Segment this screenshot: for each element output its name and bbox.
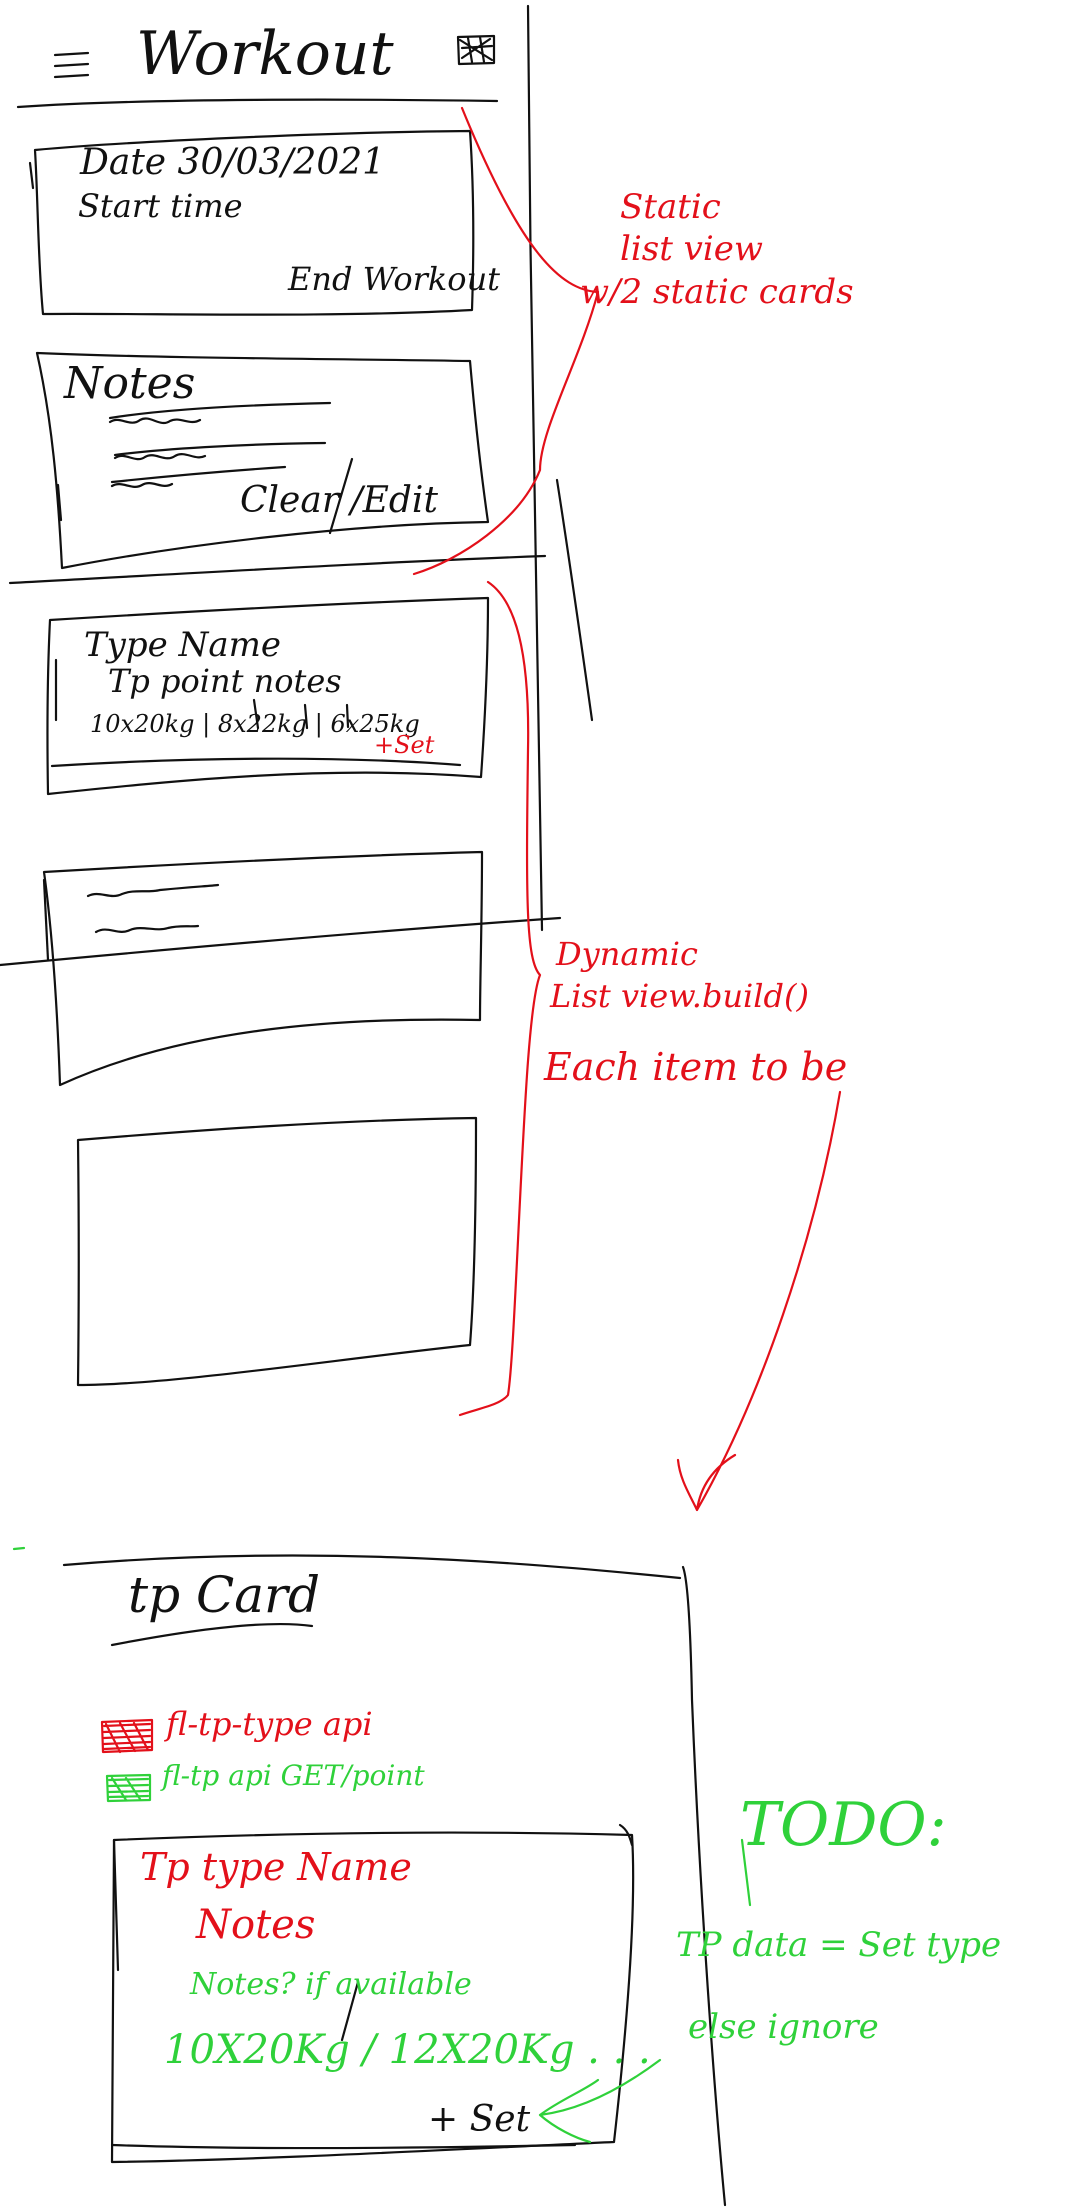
todo-label: TODO:	[740, 1790, 947, 1860]
type-notes-label: Tp point notes	[108, 662, 342, 700]
legend-green-label: fl-tp api GET/point	[162, 1759, 425, 1792]
static-list-divider	[8, 554, 547, 585]
static-note-line1: Static	[620, 187, 721, 227]
tp-add-set-button[interactable]: + Set	[428, 2099, 531, 2140]
dynamic-note-line2: List view.build()	[550, 977, 809, 1015]
static-note-line2: list view	[620, 229, 763, 269]
tp-card-title: tp Card	[128, 1566, 320, 1624]
tp-card-frame	[62, 1554, 727, 2207]
end-workout-button[interactable]: End Workout	[288, 260, 501, 298]
date-card-border	[33, 129, 475, 316]
start-time-label: Start time	[78, 187, 243, 225]
static-list-bracket-arrow	[412, 106, 600, 576]
tp-sets-summary: 10X20Kg / 12X20Kg . . .	[164, 2027, 651, 2073]
hamburger-menu-icon[interactable]	[53, 51, 90, 79]
tp-type-name: Tp type Name	[140, 1845, 412, 1889]
scribbled-box-icon[interactable]	[456, 34, 496, 66]
notes-card-border	[35, 351, 490, 570]
green-filled-box-icon	[105, 1773, 152, 1803]
notes-title: Notes	[64, 358, 196, 409]
todo-note-line1: TP data = Set type	[676, 1925, 1002, 1965]
dynamic-to-tpcard-arrow	[676, 1090, 842, 1512]
type-card-border	[46, 596, 490, 796]
list-item-card-border	[42, 850, 484, 1087]
todo-note-line2: else ignore	[688, 2007, 879, 2047]
static-note-line3: w/2 static cards	[580, 272, 854, 312]
tp-card-title-underline	[110, 1622, 314, 1647]
dynamic-list-bracket	[458, 580, 542, 1417]
phone-frame-right-edge	[526, 4, 544, 932]
type-name-label: Type Name	[84, 625, 281, 665]
app-title: Workout	[136, 19, 394, 89]
tp-notes: Notes	[196, 1902, 316, 1948]
date-label: Date 30/03/2021	[80, 142, 386, 183]
add-set-button[interactable]: +Set	[374, 731, 435, 759]
app-bar-underline	[16, 98, 499, 109]
viewport-cut-line	[0, 916, 562, 967]
todo-arrow	[538, 2058, 662, 2144]
dynamic-note-line3: Each item to be	[544, 1045, 848, 1089]
dynamic-note-line1: Dynamic	[556, 935, 698, 973]
phone-frame-right-edge-2	[555, 478, 594, 722]
tp-optional-notes: Notes? if available	[190, 1967, 472, 2002]
legend-red-label: fl-tp-type api	[166, 1705, 373, 1743]
sets-summary: 10x20kg | 8x22kg | 6x25kg	[90, 710, 420, 738]
tp-inner-card-border	[110, 1831, 635, 2164]
notes-action-button[interactable]: Clear /Edit	[240, 480, 438, 521]
list-item-empty-card-border	[76, 1116, 478, 1387]
red-filled-box-icon	[100, 1718, 154, 1754]
